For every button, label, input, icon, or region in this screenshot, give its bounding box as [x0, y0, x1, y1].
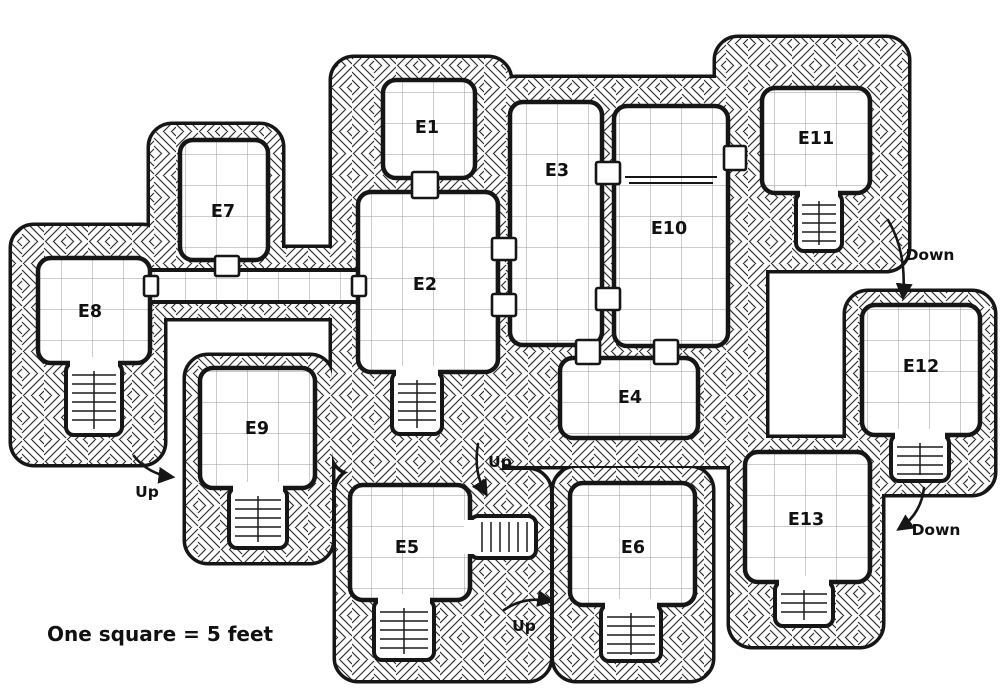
room-E7: [177, 137, 271, 263]
room-label-E3: E3: [545, 161, 569, 181]
door: [350, 274, 368, 298]
room-label-E2: E2: [413, 275, 437, 295]
corridor-layer: [146, 268, 364, 304]
door: [594, 160, 622, 186]
stair-steps: [72, 371, 116, 429]
stair-steps: [781, 590, 827, 620]
stair-steps: [380, 608, 428, 654]
stair-opening: [378, 594, 430, 606]
room-label-E1: E1: [415, 118, 439, 138]
stair-direction-arrow: [502, 590, 555, 612]
stair-steps: [607, 613, 655, 655]
room-label-E7: E7: [211, 202, 235, 222]
details-layer: [625, 176, 717, 184]
room-label-E10: E10: [651, 219, 687, 239]
stair-alcove: [468, 514, 538, 560]
door: [490, 236, 518, 262]
corridor: [146, 268, 364, 304]
door: [213, 254, 241, 278]
stair-direction-label: Down: [912, 521, 961, 539]
stair-opening: [605, 599, 657, 611]
stair-opening: [800, 187, 838, 199]
stairs: [64, 357, 124, 437]
stairs: [889, 429, 951, 483]
door: [574, 338, 602, 366]
doors-layer: [142, 144, 748, 366]
stair-steps: [897, 443, 943, 475]
room-label-E6: E6: [621, 538, 645, 558]
door: [490, 292, 518, 318]
stair-steps: [481, 522, 528, 552]
stairs: [464, 514, 538, 560]
stair-opening: [779, 576, 829, 588]
stair-direction-label: Down: [906, 246, 955, 264]
room-E4: [557, 355, 701, 441]
stair-direction-label: Up: [135, 483, 159, 501]
stair-opening: [895, 429, 945, 441]
stairs: [372, 594, 436, 662]
stairs: [390, 366, 444, 436]
door: [410, 170, 440, 200]
door: [652, 338, 680, 366]
stairs: [227, 482, 289, 550]
stair-opening: [396, 366, 438, 378]
stair-direction-label: Up: [512, 617, 536, 635]
stair-steps: [398, 380, 436, 428]
room-label-E8: E8: [78, 302, 102, 322]
stair-opening: [70, 357, 118, 369]
stair-direction-label: Up: [488, 453, 512, 471]
room-label-E9: E9: [245, 419, 269, 439]
scale-note: One square = 5 feet: [47, 622, 274, 646]
room-label-E5: E5: [395, 538, 419, 558]
stair-opening: [233, 482, 283, 494]
stair-steps: [235, 496, 281, 542]
room-label-E12: E12: [903, 357, 939, 377]
stair-direction-arrow: [886, 218, 913, 301]
door: [594, 286, 622, 312]
door: [142, 274, 160, 298]
room-label-E11: E11: [798, 129, 834, 149]
room-label-E13: E13: [788, 510, 824, 530]
stairs: [794, 187, 844, 253]
room-E3: [507, 99, 605, 348]
stair-direction-arrow: [132, 454, 176, 484]
stair-direction-arrow: [471, 442, 488, 497]
door: [722, 144, 748, 172]
stair-opening: [464, 520, 476, 554]
stair-direction-arrow: [896, 486, 926, 531]
stairs: [773, 576, 835, 628]
stairs-layer: [64, 187, 951, 663]
stair-steps: [802, 201, 836, 245]
stairs: [599, 599, 663, 663]
room-label-E4: E4: [618, 388, 642, 408]
